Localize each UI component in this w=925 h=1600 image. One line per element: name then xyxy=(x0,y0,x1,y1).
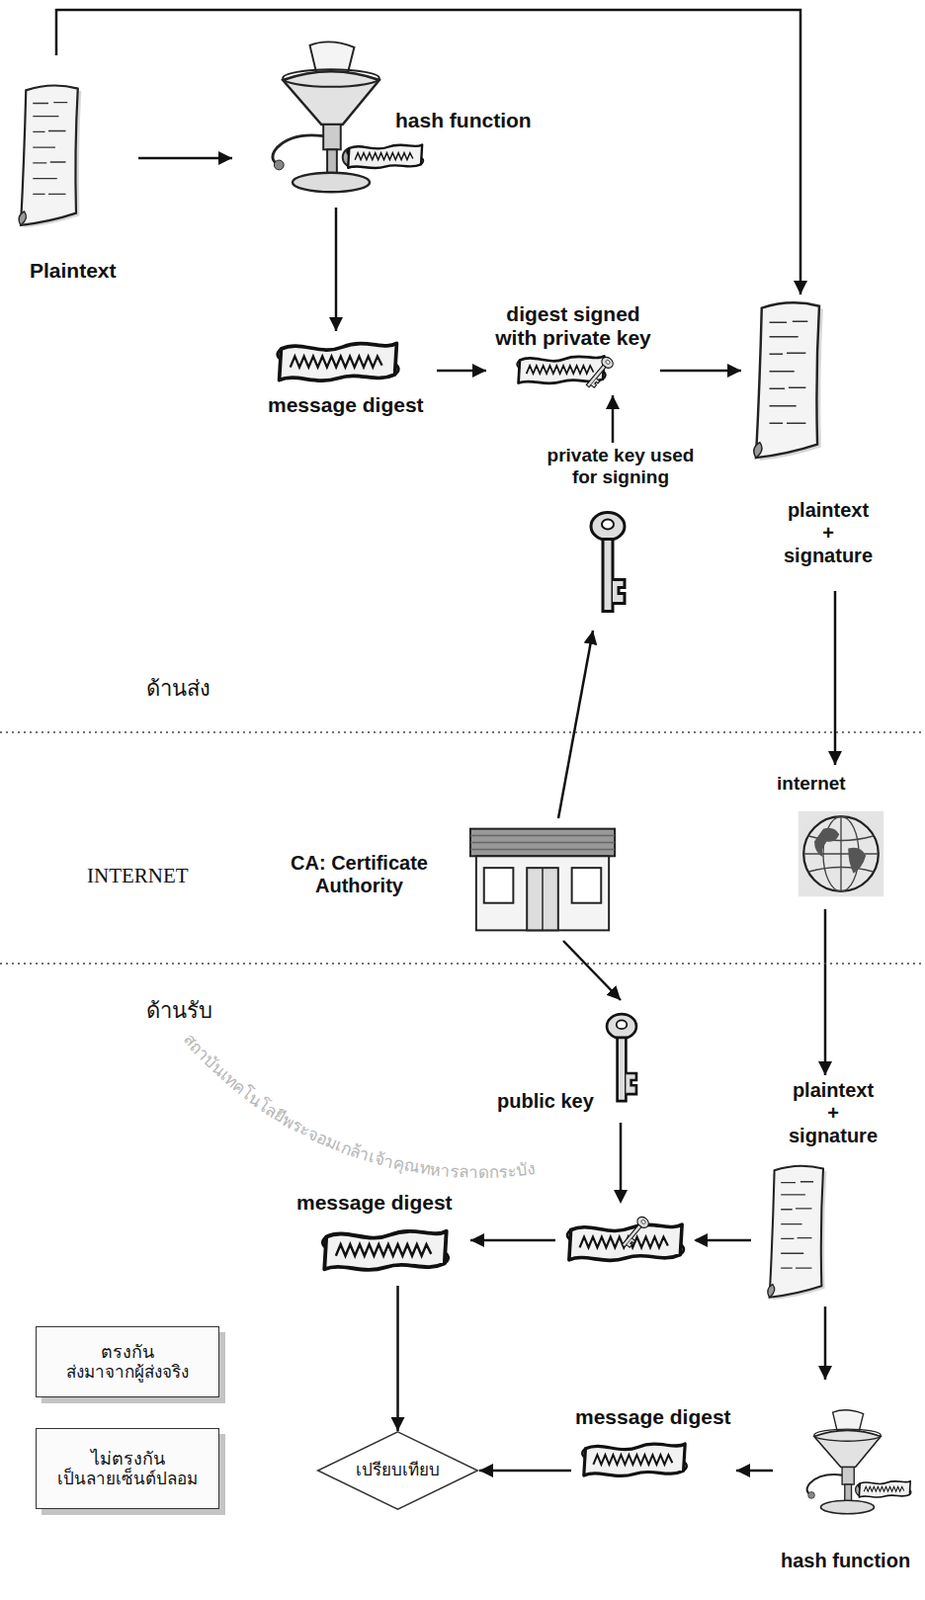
hash-function-icon xyxy=(807,1410,912,1514)
message-digest-icon xyxy=(277,342,400,381)
arrow-connector xyxy=(479,1469,572,1473)
key-icon xyxy=(583,354,616,390)
node-label: internet xyxy=(776,772,846,795)
leader-arrow xyxy=(619,1122,623,1192)
node-label: private key used for signing xyxy=(545,444,696,489)
node-text: ส่งมาจากผู้ส่งจริง xyxy=(66,1362,189,1383)
node-label: hash function xyxy=(780,1549,911,1573)
node-label: plaintext + signature xyxy=(780,499,876,568)
document-node: Plaintext xyxy=(9,55,139,289)
arrow-connector xyxy=(660,369,742,373)
key-icon xyxy=(590,512,625,612)
node-label: public key xyxy=(497,1090,594,1113)
building-icon xyxy=(470,829,615,931)
result-box: ไม่ตรงกันเป็นลายเซ็นต์ปลอม xyxy=(35,1428,220,1510)
message-digest-icon xyxy=(582,1443,687,1476)
result-box: ตรงกันส่งมาจากผู้ส่งจริง xyxy=(35,1326,220,1398)
node-label: message digest xyxy=(267,393,424,418)
message-digest-node: message digest xyxy=(258,331,437,425)
node-label: Plaintext xyxy=(29,258,117,283)
side-label: INTERNET xyxy=(86,863,189,888)
document-icon xyxy=(754,302,824,461)
message-digest-node: message digest xyxy=(571,1403,737,1499)
document-node: plaintext + signature xyxy=(741,294,885,591)
node-text: เป็นลายเซ็นต์ปลอม xyxy=(57,1469,198,1490)
arrow-connector xyxy=(436,369,487,373)
node-label: hash function xyxy=(395,108,532,133)
node-label: message digest xyxy=(575,1405,732,1430)
arrow-connector xyxy=(824,1306,828,1380)
divider-line xyxy=(0,731,925,734)
node-label: digest signed with private key xyxy=(489,302,658,350)
internet-node: internet xyxy=(770,764,888,910)
certificate-authority-node: CA: Certificate Authority xyxy=(278,818,627,941)
key-icon xyxy=(618,1214,652,1250)
arrow-head xyxy=(693,1233,708,1248)
private-key-node: private key used for signing xyxy=(541,442,700,631)
arrow-connector xyxy=(834,590,838,765)
hash-function-node: hash function xyxy=(232,37,539,208)
globe-icon xyxy=(798,811,884,897)
arrow-connector xyxy=(335,207,338,332)
node-text: เปรียบเทียบ xyxy=(355,1460,440,1481)
hash-function-node: hash function xyxy=(772,1379,918,1588)
message-digest-node: message digest xyxy=(292,1186,471,1286)
node-label: message digest xyxy=(296,1190,453,1215)
node-label: plaintext + signature xyxy=(785,1079,881,1148)
diamond-shape xyxy=(318,1431,479,1510)
side-label: ด้านส่ง xyxy=(146,675,211,701)
node-text: ตรงกัน xyxy=(100,1342,155,1363)
key-icon xyxy=(606,1013,637,1101)
document-icon xyxy=(18,85,82,229)
arrow-connector xyxy=(396,1285,400,1431)
arrow-connector xyxy=(611,395,615,443)
arrow-connector xyxy=(138,157,233,161)
divider-line xyxy=(0,962,925,965)
arrow-connector xyxy=(824,909,828,1076)
arrow-connector xyxy=(563,940,621,1001)
arrow-connector xyxy=(56,9,801,295)
watermark-text: สถาบันเทคโนโลยีพระจอมเกล้าเจ้าคุณทหารลาด… xyxy=(179,1029,537,1183)
document-node: plaintext + signature xyxy=(751,1075,884,1307)
decision-diamond: เปรียบเทียบ xyxy=(316,1430,480,1511)
public-key-node: public key xyxy=(494,1000,649,1119)
arrow-head xyxy=(613,1189,628,1204)
message-digest-icon xyxy=(322,1231,448,1270)
side-label: ด้านรับ xyxy=(146,998,213,1023)
document-icon xyxy=(767,1166,828,1301)
node-text: ไม่ตรงกัน xyxy=(90,1448,166,1470)
arrow-connector xyxy=(558,630,593,819)
node-label: CA: Certificate Authority xyxy=(282,851,436,898)
signed-digest-node: digest signed with private key xyxy=(486,300,661,396)
arrow-connector xyxy=(736,1469,773,1473)
watermark: สถาบันเทคโนโลยีพระจอมเกล้าเจ้าคุณทหารลาด… xyxy=(179,1029,537,1183)
